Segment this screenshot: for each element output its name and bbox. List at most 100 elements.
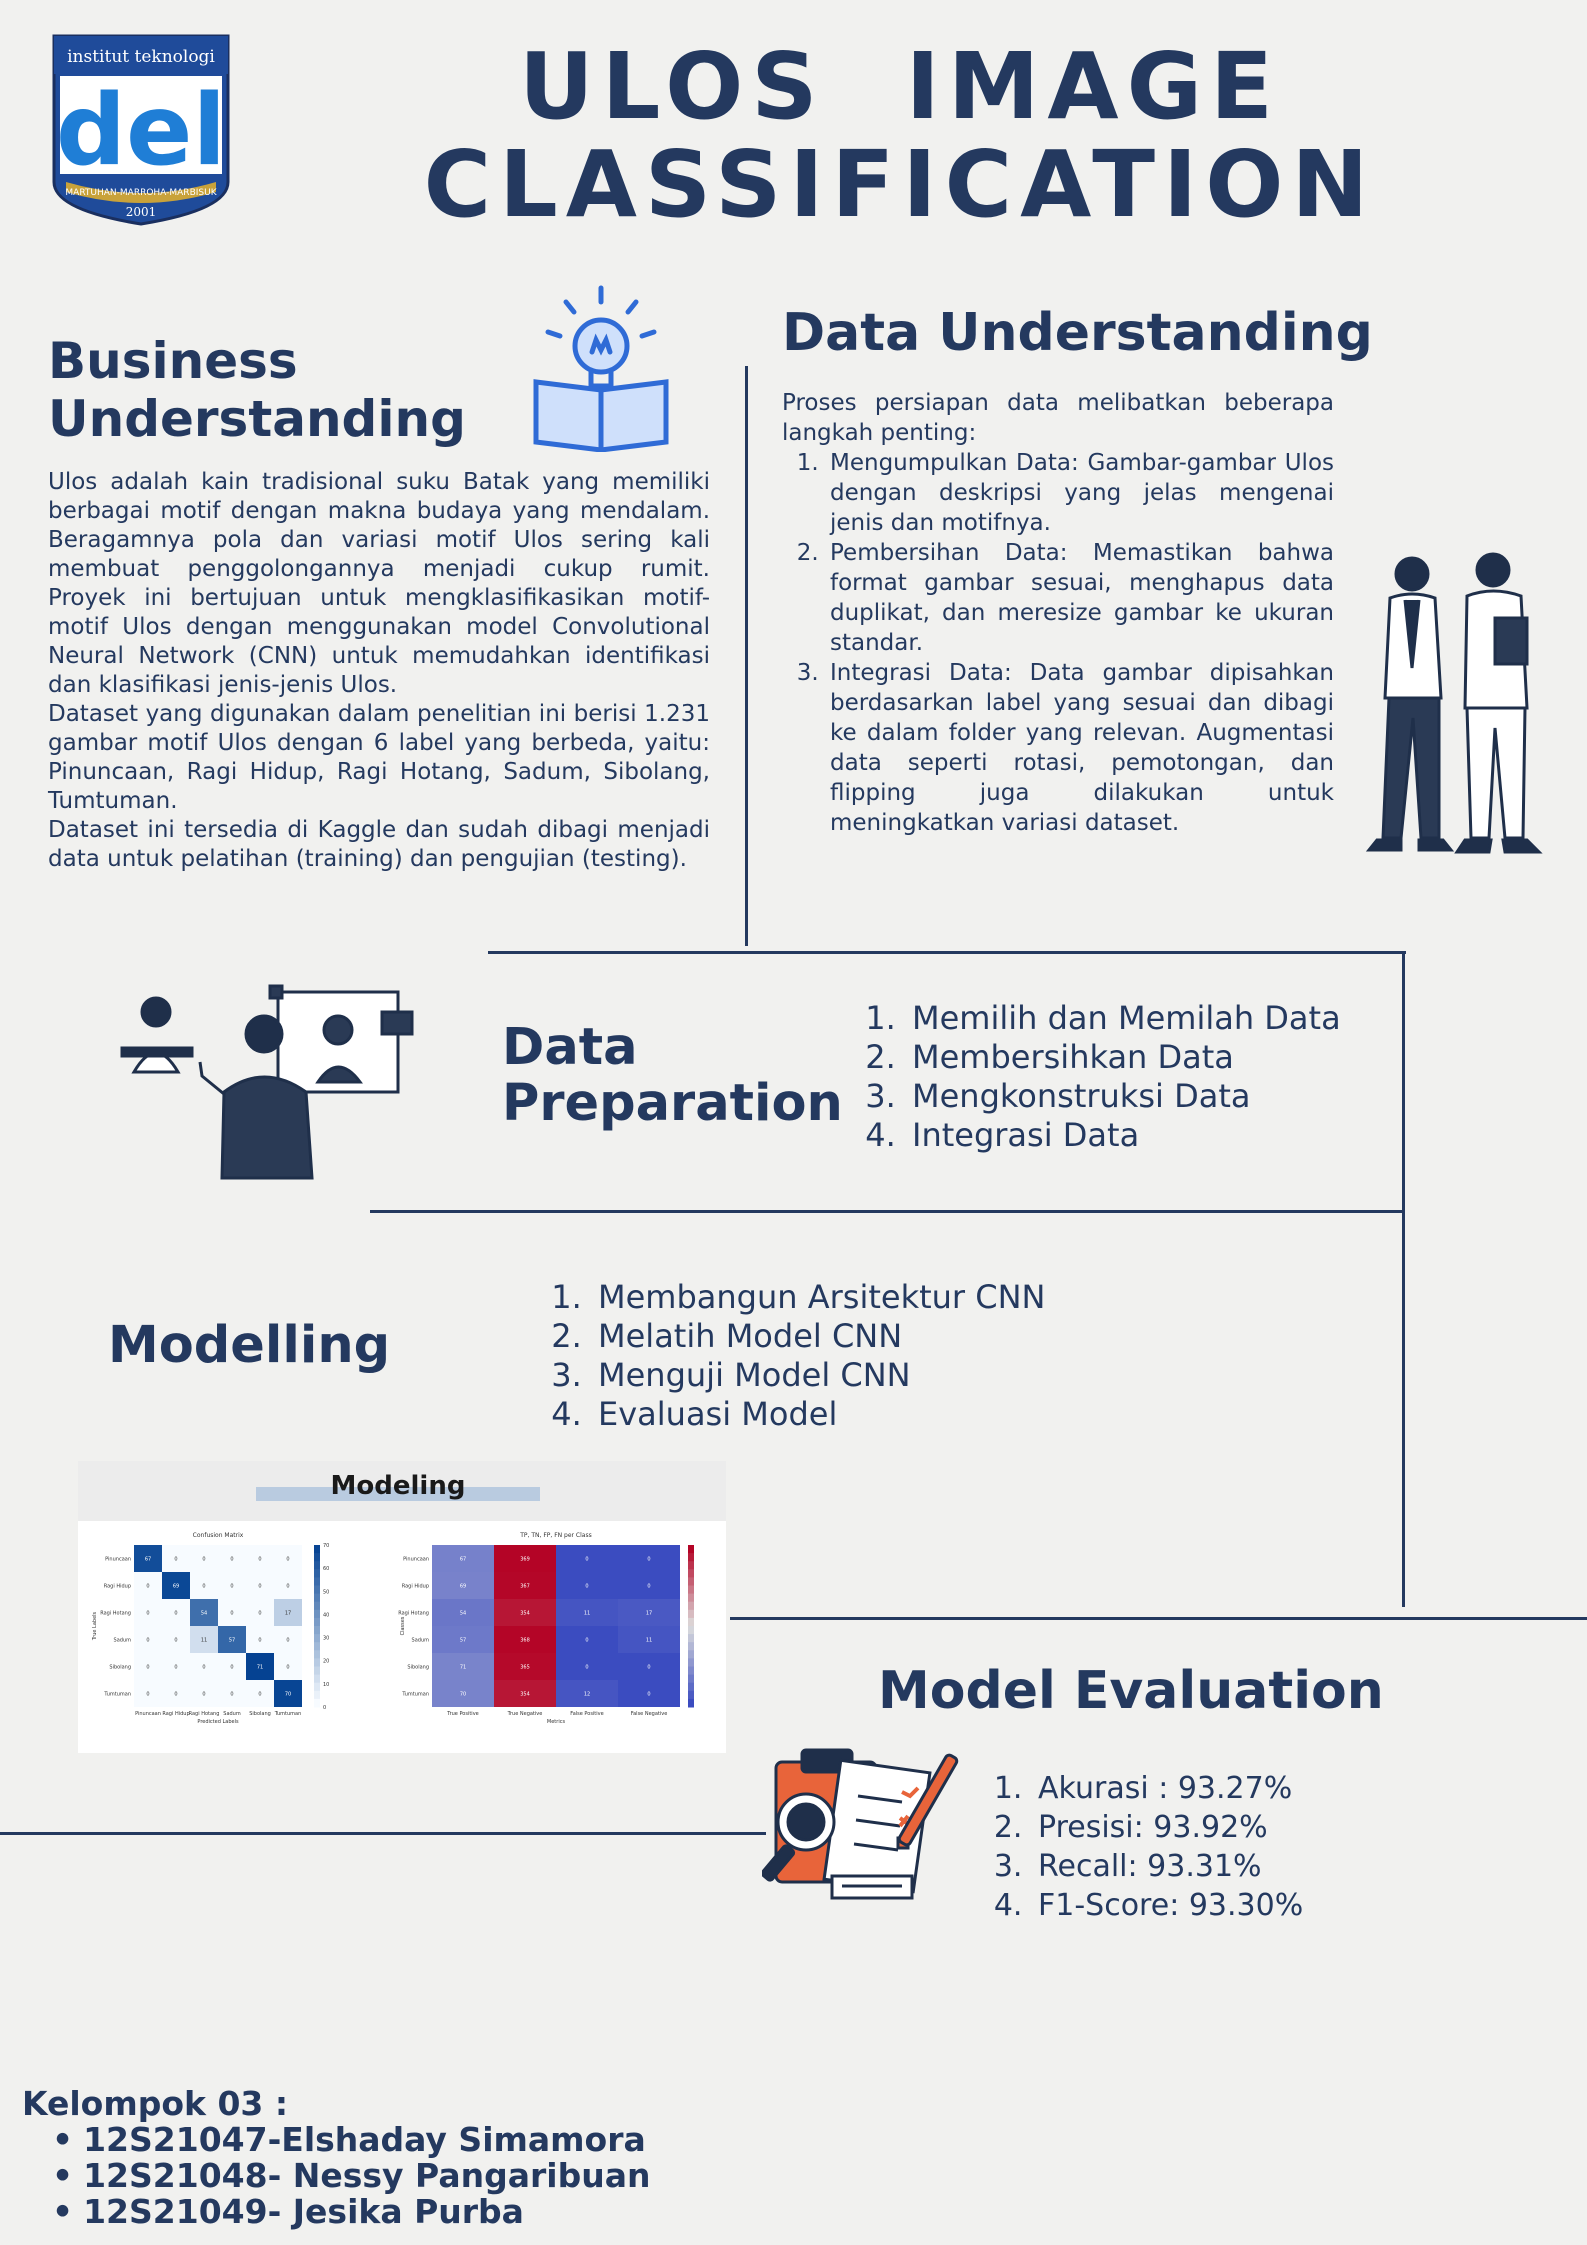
heatmap-colorbar-segment (688, 1617, 694, 1627)
cm-cell-label: 0 (258, 1584, 261, 1590)
cm-cell (274, 1545, 302, 1572)
heatmap-colorbar-segment (688, 1577, 694, 1586)
heatmap-cell (494, 1545, 556, 1572)
heatmap-cell (556, 1572, 618, 1599)
data-understanding-step: Pembersihan Data: Memastikan bahwa forma… (826, 538, 1334, 658)
data-preparation-item: Integrasi Data (906, 1116, 1398, 1155)
cm-colorbar-segment (314, 1626, 320, 1635)
title-line-2: CLASSIFICATION (423, 131, 1377, 238)
heatmap-cell-label: 71 (460, 1665, 466, 1671)
cm-cell-label: 0 (146, 1611, 149, 1617)
cm-cell (190, 1653, 218, 1680)
modelling-list: Membangun Arsitektur CNN Melatih Model C… (544, 1278, 1104, 1434)
heatmap-cell (556, 1680, 618, 1707)
cm-cell (190, 1545, 218, 1572)
heatmap-cell (618, 1680, 680, 1707)
heatmap-cell (618, 1572, 680, 1599)
data-understanding-heading: Data Understanding (782, 303, 1373, 363)
cm-cell (134, 1653, 162, 1680)
heatmap-cell-label: 0 (585, 1557, 588, 1563)
cm-cell (218, 1599, 246, 1626)
team-member: •12S21049- Jesika Purba (52, 2192, 524, 2231)
heatmap-row-label: Ragi Hidup (402, 1584, 429, 1590)
two-businessmen-illustration (1355, 548, 1551, 864)
evaluation-item: Akurasi : 93.27% (1032, 1769, 1404, 1808)
cm-colorbar-segment (314, 1545, 320, 1554)
data-preparation-list: Memilih dan Memilah Data Membersihkan Da… (858, 999, 1398, 1155)
heatmap-colorbar-segment (688, 1593, 694, 1603)
cm-cell-label: 17 (285, 1611, 291, 1617)
cm-row-label: Sibolang (109, 1665, 131, 1671)
cm-colorbar-segment (314, 1577, 320, 1586)
heatmap-colorbar-segment (688, 1682, 694, 1692)
cm-colorbar-segment (314, 1601, 320, 1611)
heatmap-colorbar-segment (688, 1569, 694, 1578)
team-member: •12S21048- Nessy Pangaribuan (52, 2156, 651, 2195)
cm-cell-label: 0 (146, 1665, 149, 1671)
cm-colorbar-segment (314, 1609, 320, 1619)
heatmap-cell-label: 11 (646, 1638, 652, 1644)
poster-title: ULOS IMAGE CLASSIFICATION (260, 38, 1540, 234)
cm-cell-label: 0 (286, 1557, 289, 1563)
heatmap-cell (494, 1572, 556, 1599)
modeling-banner-title: Modeling (330, 1471, 466, 1501)
heatmap-colorbar-segment (688, 1553, 694, 1562)
logo-top-text: institut teknologi (67, 47, 215, 67)
cm-cell-label: 0 (230, 1692, 233, 1698)
cm-cell (246, 1626, 274, 1653)
heatmap-cell-label: 369 (520, 1557, 530, 1563)
divider-horizontal-1 (488, 951, 1406, 954)
heatmap-cell-label: 354 (520, 1611, 530, 1617)
divider-horizontal-4 (0, 1832, 766, 1835)
business-paragraph-3: Dataset ini tersedia di Kaggle dan sudah… (48, 817, 710, 872)
cm-cell (162, 1626, 190, 1653)
heatmap-cell (432, 1626, 494, 1653)
heatmap-cell (494, 1626, 556, 1653)
heatmap-row-label: Pinuncaan (403, 1557, 429, 1563)
heatmap-colorbar-segment (688, 1601, 694, 1611)
heatmap-cell (556, 1653, 618, 1680)
cm-col-label: Sibolang (249, 1711, 271, 1717)
cm-cell (274, 1626, 302, 1653)
institute-logo: institut teknologi del MARTUHAN-MARROHA-… (48, 32, 234, 228)
heatmap-cell-label: 57 (460, 1638, 466, 1644)
heatmap-cell-label: 67 (460, 1557, 466, 1563)
evaluation-item: F1-Score: 93.30% (1032, 1886, 1404, 1925)
cm-colorbar-segment (314, 1553, 320, 1562)
modeling-banner: Modeling (78, 1461, 726, 1521)
cm-x-axis-label: Predicted Labels (197, 1719, 239, 1725)
cm-cell-label: 71 (257, 1665, 263, 1671)
cm-colorbar-segment (314, 1593, 320, 1603)
divider-horizontal-2 (370, 1210, 1404, 1213)
divider-vertical-right (1402, 951, 1405, 1607)
heatmap-cell-label: 0 (585, 1665, 588, 1671)
cm-colorbar-tick: 20 (323, 1659, 329, 1665)
cm-cell-label: 0 (286, 1665, 289, 1671)
cm-cell (162, 1653, 190, 1680)
cm-cell (190, 1572, 218, 1599)
heatmap-cell (432, 1599, 494, 1626)
cm-cell (190, 1626, 218, 1653)
business-paragraph-2: Dataset yang digunakan dalam penelitian … (48, 701, 710, 814)
data-understanding-step: Mengumpulkan Data: Gambar-gambar Ulos de… (826, 448, 1334, 538)
cm-cell-label: 0 (286, 1638, 289, 1644)
heatmap-colorbar-segment (688, 1585, 694, 1595)
heatmap-colorbar-segment (688, 1642, 694, 1651)
heatmap-cell (432, 1680, 494, 1707)
cm-cell (134, 1599, 162, 1626)
modelling-heading: Modelling (108, 1316, 391, 1375)
heatmap-colorbar-segment (688, 1690, 694, 1700)
heatmap-cell-label: 0 (585, 1584, 588, 1590)
heatmap-cell-label: 54 (460, 1611, 466, 1617)
cm-cell (162, 1572, 190, 1599)
heatmap-cell-label: 11 (584, 1611, 590, 1617)
data-preparation-item: Memilih dan Memilah Data (906, 999, 1398, 1038)
logo-year: 2001 (126, 205, 157, 219)
heatmap-row-label: Tumtuman (401, 1692, 429, 1698)
heatmap-cell-label: 365 (520, 1665, 530, 1671)
cm-cell-label: 69 (173, 1584, 179, 1590)
cm-cell (134, 1626, 162, 1653)
heatmap-colorbar-segment (688, 1609, 694, 1619)
